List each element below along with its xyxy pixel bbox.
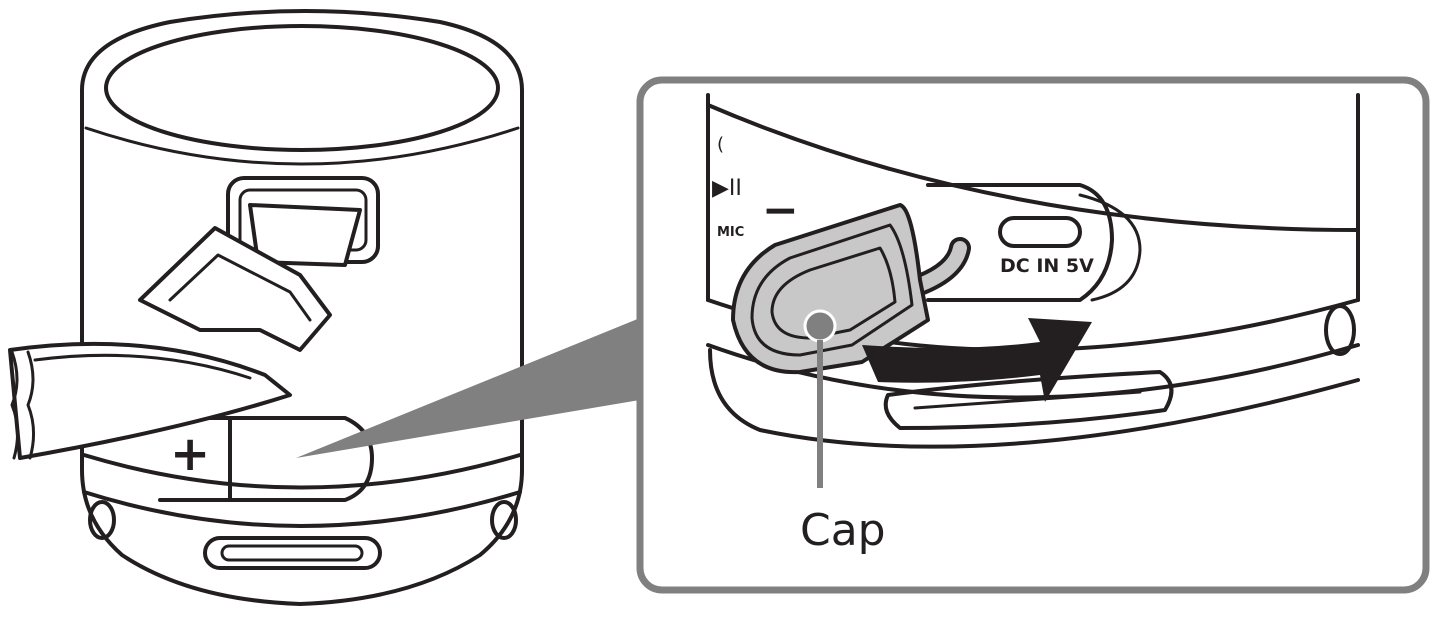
minus-label: − <box>762 185 799 236</box>
mic-label: MIC <box>717 225 744 240</box>
cap-label: Cap <box>800 505 886 556</box>
speaker-body <box>80 9 524 606</box>
cap <box>731 203 930 375</box>
call-icon: ( <box>717 134 724 155</box>
port-label: DC IN 5V <box>1000 255 1094 277</box>
callout-pointer <box>296 318 640 458</box>
plus-label: + <box>170 426 210 482</box>
play-pause-icon: ▶II <box>712 176 742 201</box>
strap <box>8 203 362 460</box>
open-direction-arrow <box>862 318 1092 402</box>
